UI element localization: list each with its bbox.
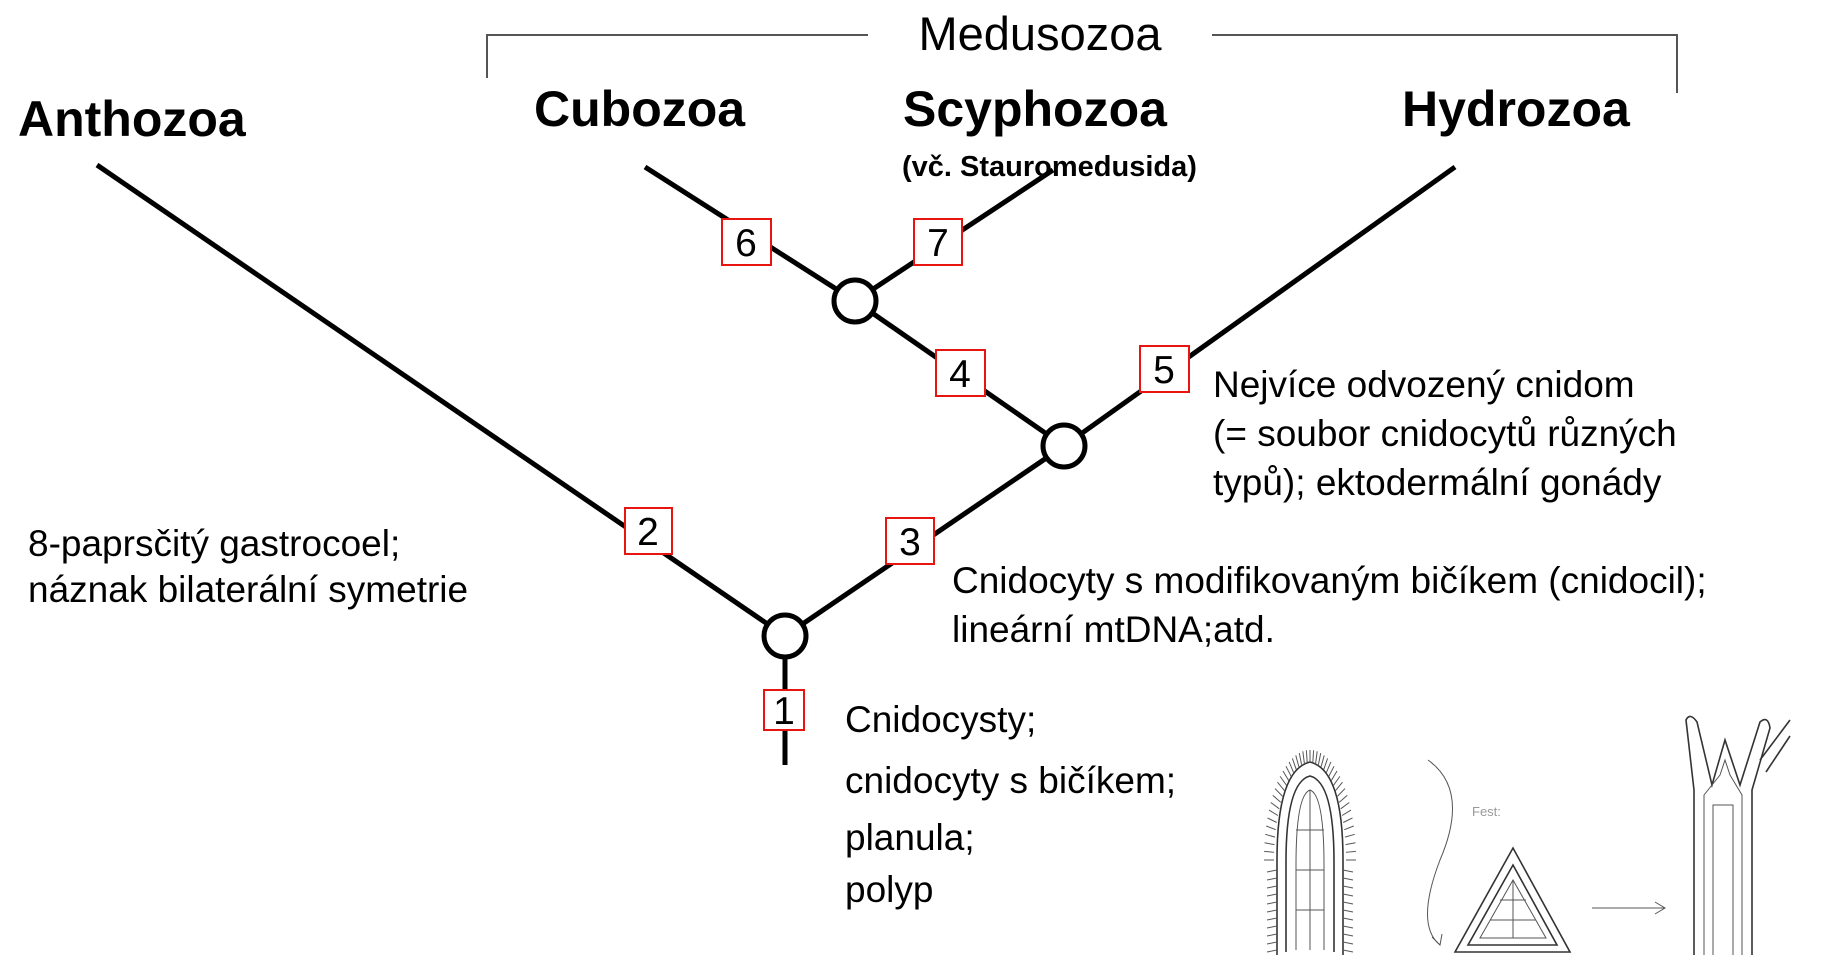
svg-text:3: 3 — [899, 521, 921, 564]
taxon-hydrozoa: Hydrozoa — [1402, 81, 1631, 137]
polyp-drawing — [1685, 715, 1791, 955]
gastrula-drawing — [1453, 846, 1572, 953]
svg-text:Cnidocyty s modifikovaným bičí: Cnidocyty s modifikovaným bičíkem (cnido… — [952, 560, 1707, 601]
medusozoa-bracket — [486, 34, 1678, 93]
svg-text:Nejvíce odvozený cnidom: Nejvíce odvozený cnidom — [1213, 364, 1635, 405]
svg-text:4: 4 — [949, 353, 971, 396]
taxon-scyphozoa: Scyphozoa — [903, 81, 1168, 137]
svg-text:5: 5 — [1153, 349, 1175, 392]
svg-text:(= soubor cnidocytů různých: (= soubor cnidocytů různých — [1213, 413, 1677, 454]
svg-text:cnidocyty s bičíkem;: cnidocyty s bičíkem; — [845, 760, 1176, 801]
curved-arrow — [1427, 759, 1453, 946]
note-marker-3: Cnidocyty s modifikovaným bičíkem (cnido… — [952, 560, 1707, 650]
svg-text:2: 2 — [637, 511, 659, 554]
svg-text:planula;: planula; — [845, 817, 975, 858]
branch-hydrozoa — [1062, 164, 1457, 449]
svg-text:Cnidocysty;: Cnidocysty; — [845, 699, 1036, 740]
marker-3: 3 — [885, 517, 935, 565]
node-root — [761, 612, 809, 660]
svg-text:7: 7 — [927, 222, 949, 265]
planula-larva-drawing — [1264, 750, 1356, 955]
marker-6: 6 — [721, 218, 772, 266]
straight-arrow — [1592, 901, 1666, 915]
svg-text:6: 6 — [735, 222, 757, 265]
svg-text:typů); ektodermální gonády: typů); ektodermální gonády — [1213, 462, 1662, 503]
branch-anthozoa — [95, 162, 787, 639]
note-marker-1: Cnidocysty; cnidocyty s bičíkem; planula… — [845, 699, 1176, 910]
note-marker-2: 8-paprsčitý gastrocoel; náznak bilaterál… — [28, 523, 468, 610]
marker-2: 2 — [624, 507, 673, 555]
clade-label-medusozoa: Medusozoa — [919, 7, 1163, 60]
svg-text:náznak bilaterální symetrie: náznak bilaterální symetrie — [28, 569, 468, 610]
taxon-cubozoa: Cubozoa — [534, 81, 746, 137]
marker-1: 1 — [763, 689, 805, 733]
illustration-faint-label: Fest: — [1472, 804, 1501, 819]
svg-text:8-paprsčitý gastrocoel;: 8-paprsčitý gastrocoel; — [28, 523, 400, 564]
svg-text:polyp: polyp — [845, 869, 933, 910]
larva-development-illustration: Fest: — [1264, 715, 1791, 955]
node-cubo-scypho — [831, 277, 879, 325]
node-medusozoa — [1040, 422, 1088, 470]
note-marker-5: Nejvíce odvozený cnidom (= soubor cnidoc… — [1213, 364, 1677, 503]
marker-4: 4 — [935, 349, 986, 397]
marker-5: 5 — [1139, 345, 1190, 393]
taxon-scyphozoa-note: (vč. Stauromedusida) — [902, 151, 1197, 183]
svg-text:lineární mtDNA;atd.: lineární mtDNA;atd. — [952, 609, 1275, 650]
taxon-anthozoa: Anthozoa — [18, 91, 247, 147]
svg-text:1: 1 — [773, 690, 795, 733]
marker-7: 7 — [913, 218, 963, 266]
